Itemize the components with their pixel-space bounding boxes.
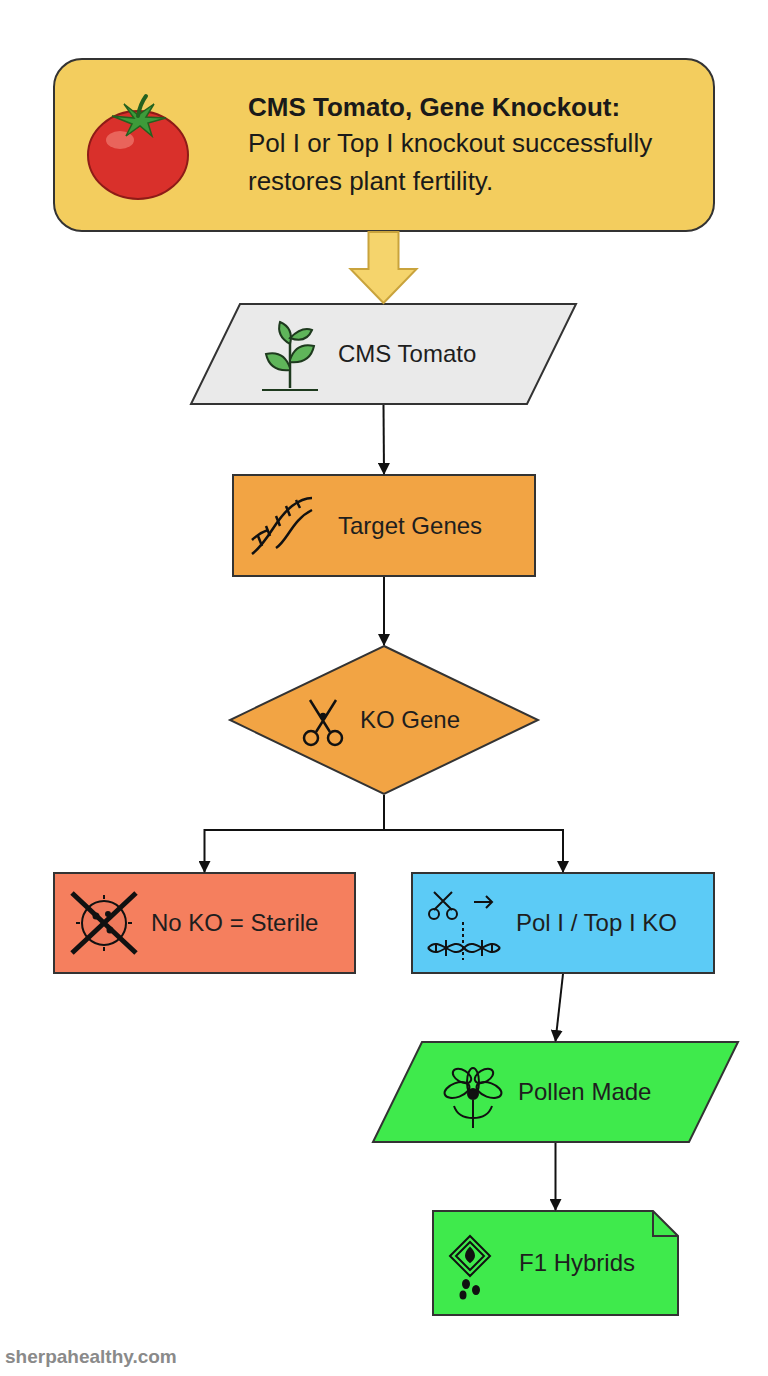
node-outline-shape	[653, 1211, 678, 1236]
node-outline-shape	[191, 304, 576, 404]
flow-arrow	[556, 974, 564, 1041]
node-outline-shape	[412, 873, 714, 973]
node-outline-shape	[54, 59, 714, 231]
node-label: Pol I / Top I KO	[516, 908, 677, 938]
title-box: CMS Tomato, Gene Knockout:Pol I or Top I…	[53, 58, 715, 232]
node-outline-shape	[54, 873, 355, 973]
sterile-pollen-icon	[72, 893, 136, 953]
body-text: Pol I or Top I knockout successfully res…	[248, 124, 703, 200]
flow-arrow	[383, 405, 386, 474]
flower-icon	[442, 1066, 503, 1128]
process-box: Target Genes	[232, 474, 536, 577]
watermark: sherpahealthy.com	[5, 1346, 177, 1368]
dna-icon	[252, 498, 312, 554]
process-box: No KO = Sterile	[53, 872, 356, 974]
flow-arrow	[383, 577, 385, 645]
tomato-icon	[88, 96, 188, 199]
decision-diamond: KO Gene	[229, 645, 539, 795]
node-outline-shape	[233, 475, 535, 576]
seed-packet-icon	[450, 1236, 490, 1299]
scissors-dna-icon	[428, 892, 500, 960]
plant-icon	[262, 322, 318, 390]
node-outline-shape	[230, 646, 538, 794]
scissors-icon	[304, 700, 342, 745]
node-outline-shape	[373, 1042, 738, 1142]
node-label: No KO = Sterile	[151, 908, 318, 938]
flow-arrow	[205, 795, 385, 872]
node-label: KO Gene	[360, 705, 460, 735]
output-parallelogram: Pollen Made	[372, 1041, 739, 1143]
flow-arrow	[384, 795, 563, 872]
node-label: CMS Tomato	[338, 339, 476, 369]
block-arrow	[351, 232, 417, 303]
document-shape: F1 Hybrids	[432, 1210, 679, 1316]
node-label: F1 Hybrids	[519, 1248, 635, 1278]
text-group: CMS Tomato, Gene Knockout:Pol I or Top I…	[248, 90, 703, 200]
heading-text: CMS Tomato, Gene Knockout:	[248, 90, 703, 124]
node-label: Target Genes	[338, 511, 482, 541]
input-parallelogram: CMS Tomato	[190, 303, 577, 405]
flow-arrow	[555, 1143, 557, 1210]
node-label: Pollen Made	[518, 1077, 651, 1107]
process-box: Pol I / Top I KO	[411, 872, 715, 974]
